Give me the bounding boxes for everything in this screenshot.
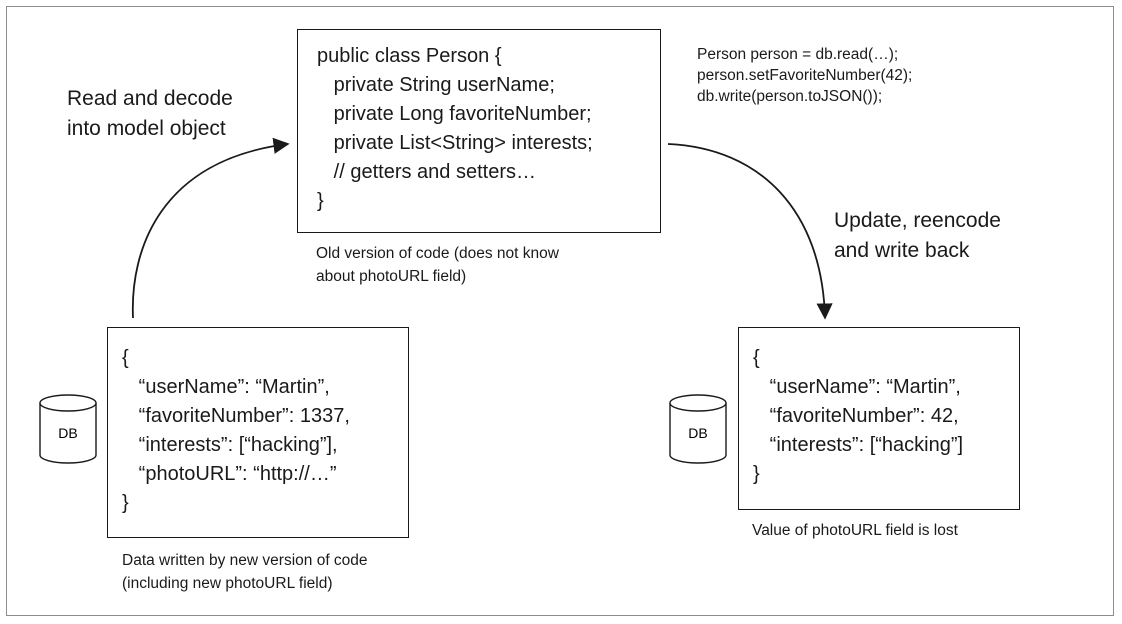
json-line: “interests”: [“hacking”],	[122, 434, 338, 456]
code-snippet-line: person.setFavoriteNumber(42);	[697, 67, 913, 84]
json-line: }	[753, 463, 760, 485]
class-caption-line: Old version of code (does not know	[316, 245, 559, 262]
update-arrow	[667, 143, 833, 320]
old-data-caption-line: Value of photoURL field is lost	[752, 522, 958, 539]
class-line: }	[317, 190, 324, 212]
update-label-line: Update, reencode	[834, 209, 1001, 232]
json-line: {	[753, 347, 760, 369]
new-data-caption-line: (including new photoURL field)	[122, 575, 333, 592]
class-line: public class Person {	[317, 45, 502, 67]
json-line: “userName”: “Martin”,	[122, 376, 330, 398]
old-data-box: { “userName”: “Martin”, “favoriteNumber”…	[738, 327, 1020, 510]
class-line: private String userName;	[317, 74, 555, 96]
db-right-label: DB	[688, 425, 707, 441]
new-data-caption-line: Data written by new version of code	[122, 552, 368, 569]
json-line: “photoURL”: “http://…”	[122, 463, 337, 485]
update-label-line: and write back	[834, 239, 970, 262]
class-definition-box: public class Person { private String use…	[297, 29, 661, 233]
read-label-line: into model object	[67, 117, 226, 140]
class-caption-line: about photoURL field)	[316, 268, 467, 285]
json-line: “interests”: [“hacking”]	[753, 434, 964, 456]
json-line: “userName”: “Martin”,	[753, 376, 961, 398]
class-line: // getters and setters…	[317, 161, 536, 183]
db-right-cylinder-icon: DB	[669, 394, 727, 464]
read-label-line: Read and decode	[67, 87, 233, 110]
class-line: private Long favoriteNumber;	[317, 103, 592, 125]
db-left-label: DB	[58, 425, 77, 441]
json-line: {	[122, 347, 129, 369]
read-arrow	[131, 137, 290, 319]
code-snippet-line: Person person = db.read(…);	[697, 46, 899, 63]
new-data-box: { “userName”: “Martin”, “favoriteNumber”…	[107, 327, 409, 538]
class-line: private List<String> interests;	[317, 132, 593, 154]
json-line: “favoriteNumber”: 42,	[753, 405, 959, 427]
json-line: }	[122, 492, 129, 514]
code-snippet-line: db.write(person.toJSON());	[697, 88, 883, 105]
json-line: “favoriteNumber”: 1337,	[122, 405, 350, 427]
db-left-cylinder-icon: DB	[39, 394, 97, 464]
figure-frame	[6, 6, 1114, 616]
